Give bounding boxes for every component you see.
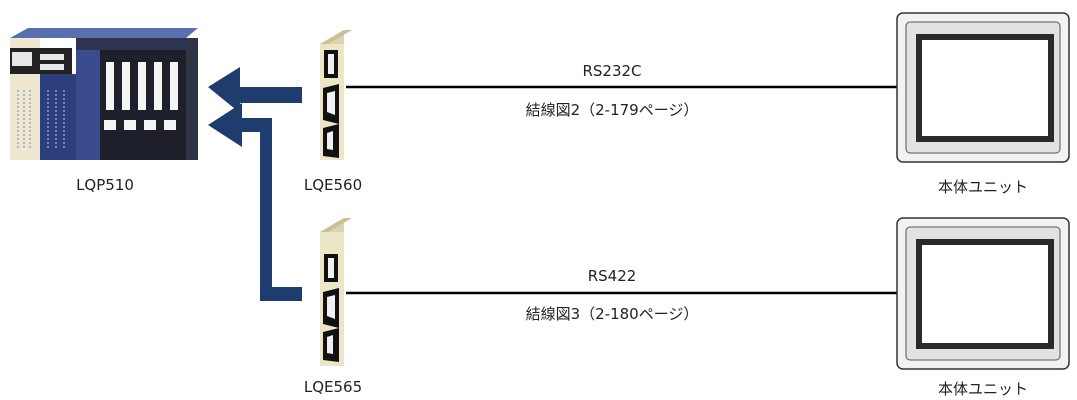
module-lqe560-icon xyxy=(320,30,352,160)
plc-lqp510-icon xyxy=(10,28,198,160)
connection-top-wiring: 結線図2（2-179ページ） xyxy=(525,101,699,119)
connection-bottom-protocol: RS422 xyxy=(587,267,637,285)
link-arrows xyxy=(208,67,302,301)
connection-top-protocol: RS232C xyxy=(582,62,642,80)
panel-top-icon xyxy=(896,12,1070,163)
panel-bottom-icon xyxy=(896,217,1070,370)
panel-top-label: 本体ユニット xyxy=(937,178,1029,196)
module-bottom-label: LQE565 xyxy=(303,378,363,396)
arrow-top-icon xyxy=(208,67,302,113)
arrow-bottom-icon xyxy=(208,103,302,301)
connection-bottom-wiring: 結線図3（2-180ページ） xyxy=(525,305,699,323)
module-top-label: LQE560 xyxy=(303,176,363,194)
module-lqe565-icon xyxy=(320,218,352,366)
plc-label: LQP510 xyxy=(76,176,134,194)
panel-bottom-label: 本体ユニット xyxy=(937,380,1029,398)
